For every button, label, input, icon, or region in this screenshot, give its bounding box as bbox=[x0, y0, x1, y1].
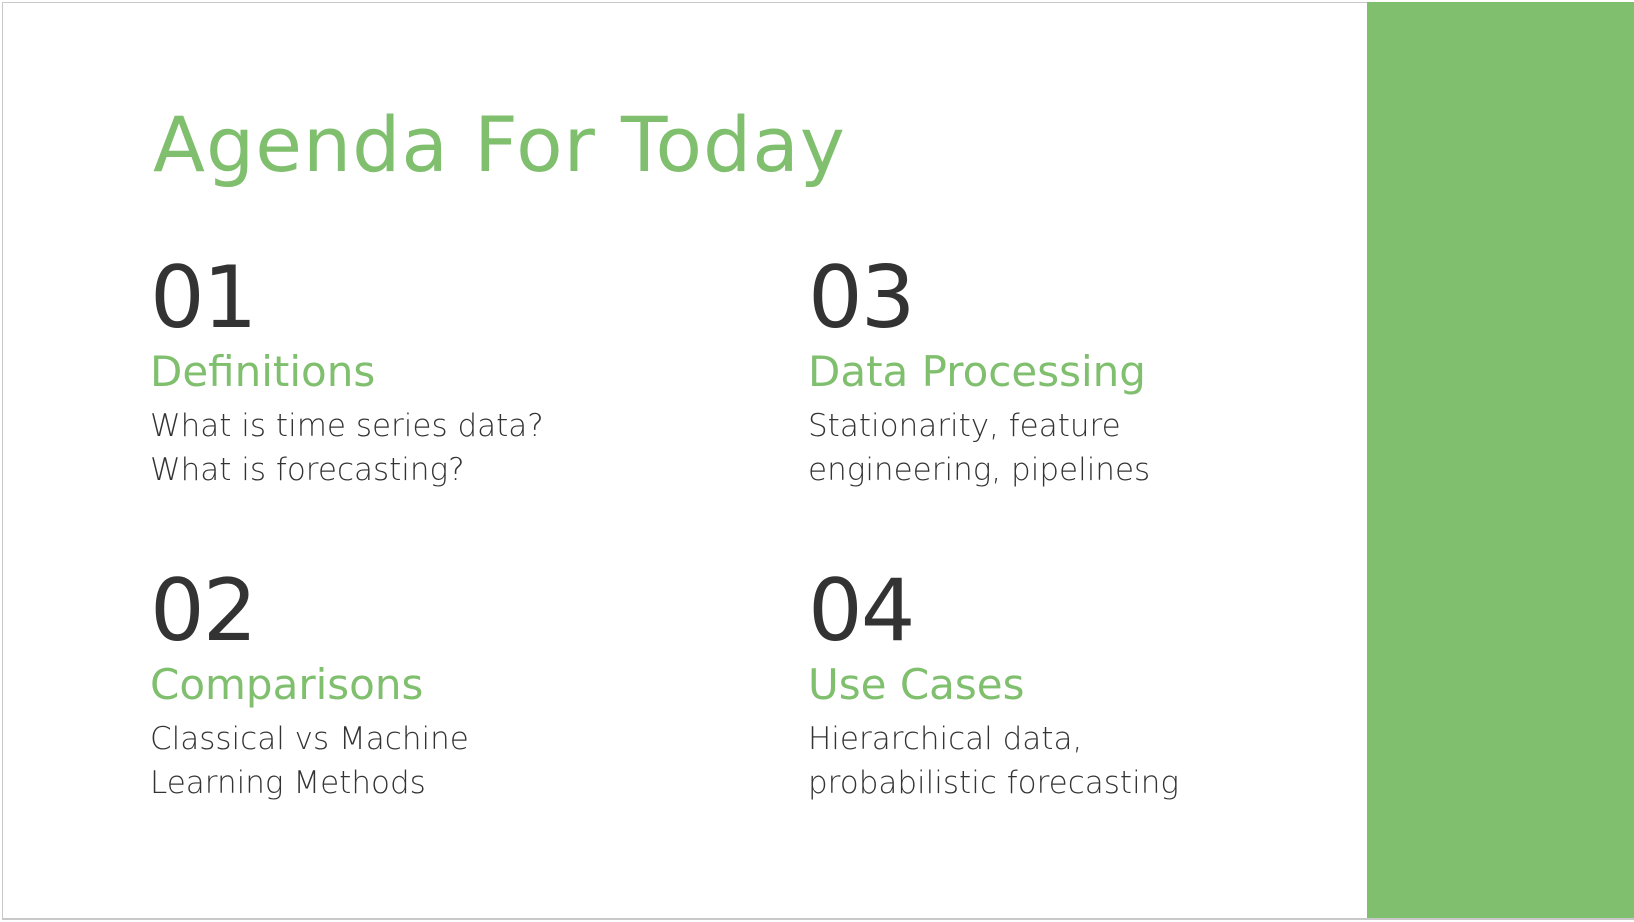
agenda-heading: Comparisons bbox=[150, 660, 424, 709]
agenda-heading: Data Processing bbox=[808, 347, 1146, 396]
slide-title: Agenda For Today bbox=[153, 100, 846, 189]
agenda-description: Classical vs Machine Learning Methods bbox=[150, 721, 469, 801]
agenda-heading: Definitions bbox=[150, 347, 376, 396]
agenda-number: 03 bbox=[808, 248, 915, 348]
agenda-description: Hierarchical data, probabilistic forecas… bbox=[808, 721, 1179, 801]
agenda-item-2: 02 Comparisons Classical vs Machine Lear… bbox=[150, 565, 710, 805]
agenda-number: 04 bbox=[808, 561, 915, 661]
agenda-item-1: 01 Definitions What is time series data?… bbox=[150, 252, 710, 492]
accent-sidebar bbox=[1367, 2, 1634, 920]
agenda-description: Stationarity, feature engineering, pipel… bbox=[808, 408, 1151, 488]
agenda-item-3: 03 Data Processing Stationarity, feature… bbox=[808, 252, 1368, 492]
agenda-number: 01 bbox=[150, 248, 257, 348]
agenda-number: 02 bbox=[150, 561, 257, 661]
agenda-item-4: 04 Use Cases Hierarchical data, probabil… bbox=[808, 565, 1368, 805]
agenda-description: What is time series data? What is foreca… bbox=[150, 408, 544, 488]
agenda-heading: Use Cases bbox=[808, 660, 1025, 709]
slide-canvas: Agenda For Today bbox=[2, 2, 1367, 920]
